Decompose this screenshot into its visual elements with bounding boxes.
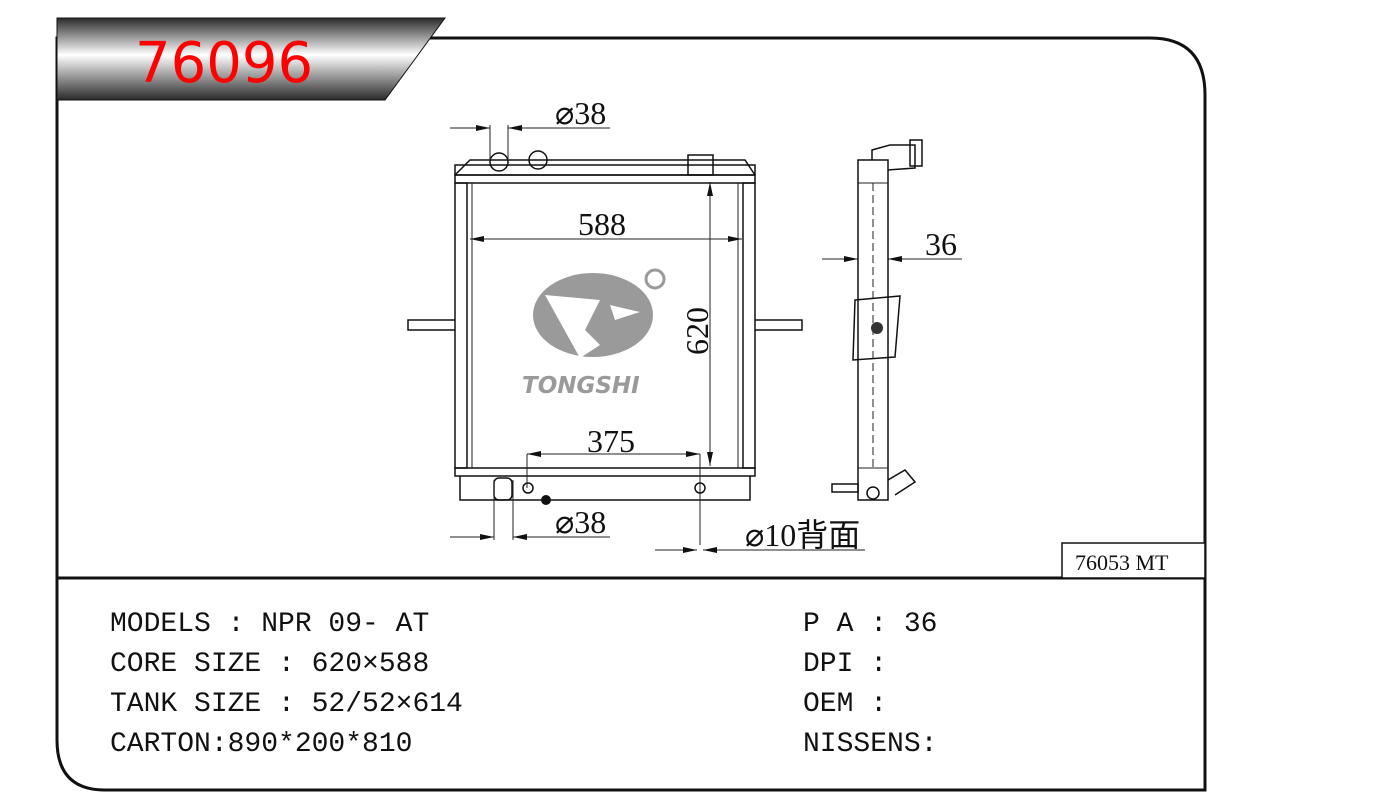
header-banner: [56, 17, 446, 101]
spec-dpi: DPI :: [803, 649, 888, 680]
reference-label: 76053 MT: [1075, 550, 1169, 575]
dim-back-hole: ⌀10背面: [745, 517, 860, 553]
dim-height: 620: [679, 307, 715, 355]
radiator-front-view: [407, 150, 803, 505]
dim-top-inlet: ⌀38: [555, 95, 606, 131]
brand-name: TONGSHI: [522, 373, 640, 399]
spec-oem: OEM :: [803, 689, 888, 720]
dimension-lines: [450, 125, 962, 553]
tongshi-logo: ® TONGSHI: [522, 268, 666, 399]
spec-tank-size: TANK SIZE : 52/52×614: [110, 689, 463, 720]
spec-carton: CARTON:890*200*810: [110, 729, 413, 760]
spec-models: MODELS : NPR 09- AT: [110, 609, 430, 640]
dim-width: 588: [578, 206, 626, 242]
dim-bottom-outlet: ⌀38: [555, 504, 606, 540]
part-number: 76096: [135, 31, 313, 96]
radiator-side-view: [831, 139, 923, 501]
reference-box: [1061, 542, 1206, 579]
spec-nissens: NISSENS:: [803, 729, 938, 760]
dim-thickness: 36: [925, 226, 957, 262]
dim-outlet-spacing: 375: [587, 423, 635, 459]
spec-core-size: CORE SIZE : 620×588: [110, 649, 430, 680]
spec-pa: P A : 36: [803, 609, 938, 640]
sheet-frame: [55, 36, 1207, 792]
